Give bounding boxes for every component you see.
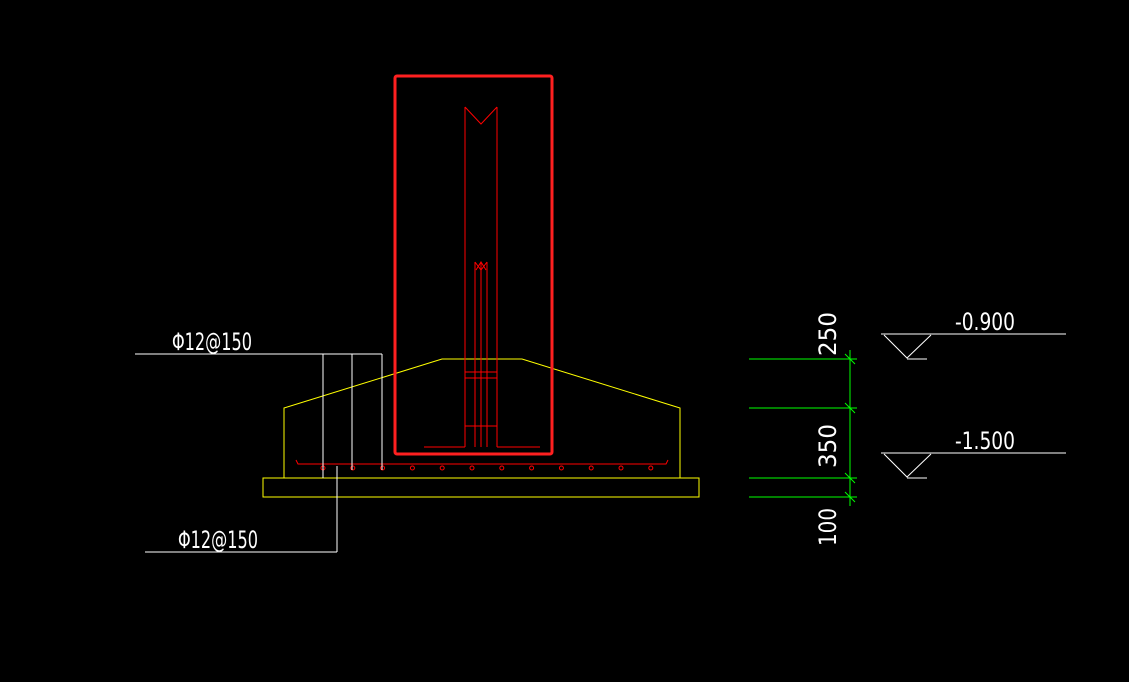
rebar-label-bottom: Φ12@150: [178, 526, 258, 554]
elevation-marker-upper: [881, 333, 1066, 360]
dimension-350: 350: [814, 424, 842, 468]
rebar-dots: [320, 465, 654, 471]
footing-bottom-rebar: [295, 459, 669, 471]
rebar-dot: [469, 465, 475, 471]
dimension-250: 250: [814, 312, 842, 356]
dimension-100: 100: [814, 508, 842, 546]
footing-profile: [283, 358, 681, 478]
column-rebar: [424, 106, 540, 448]
rebar-dot: [350, 465, 356, 471]
rebar-dot: [409, 465, 415, 471]
rebar-dot: [558, 465, 564, 471]
highlight-box: [393, 74, 554, 456]
rebar-dot: [618, 465, 624, 471]
elevation-label-upper: -0.900: [955, 308, 1015, 336]
rebar-dot: [439, 465, 445, 471]
elevation-label-lower: -1.500: [955, 427, 1015, 455]
rebar-dot: [380, 465, 386, 471]
rebar-dot: [499, 465, 505, 471]
rebar-dot: [588, 465, 594, 471]
dimension-chain: [749, 350, 857, 506]
rebar-dot: [529, 465, 535, 471]
elevation-marker-lower: [881, 452, 1066, 479]
leader-lines: [135, 353, 383, 553]
rebar-label-top: Φ12@150: [172, 328, 252, 356]
foundation-outline: [262, 358, 700, 498]
rebar-dot: [648, 465, 654, 471]
bedding-layer: [262, 477, 700, 498]
